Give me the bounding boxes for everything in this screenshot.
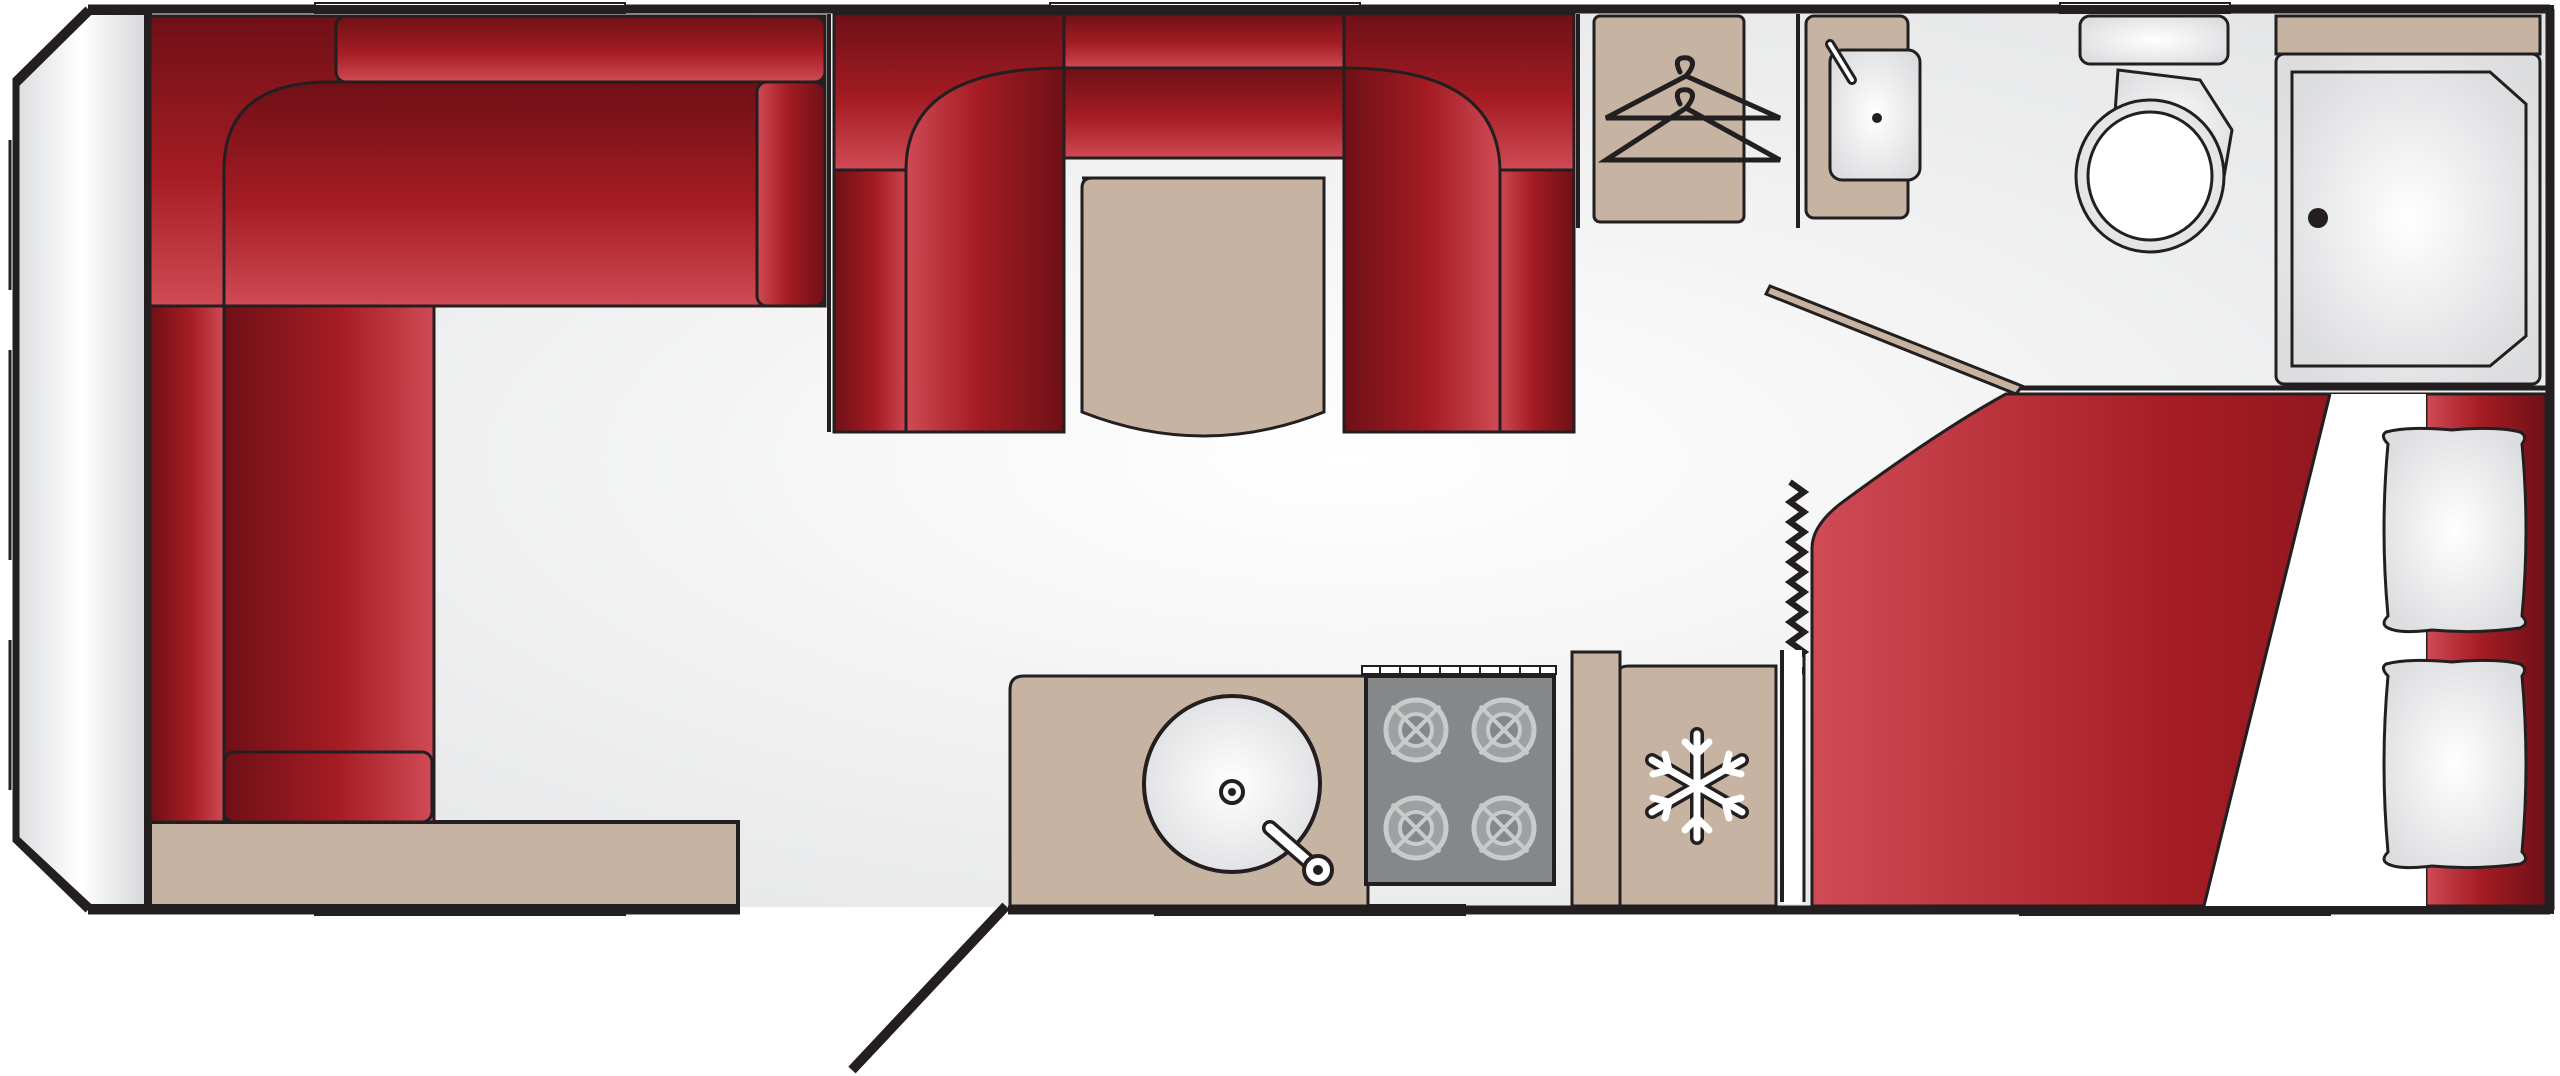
- dinette: [827, 12, 1576, 438]
- drain-icon: [2308, 208, 2328, 228]
- sofa-bolster: [334, 14, 827, 84]
- toilet-cistern: [2078, 14, 2230, 66]
- dinette-bench-right-side: [1496, 168, 1576, 434]
- wall-overlay: [12, 5, 2554, 914]
- rear-bedroom: [1780, 392, 2548, 908]
- dinette-bench-right-seat: [1342, 66, 1502, 434]
- gas-burner-icon: [1471, 697, 1537, 763]
- dinette-bench-left-side: [832, 168, 912, 434]
- drain-icon: [1219, 779, 1245, 805]
- entrance-door[interactable]: [848, 902, 1010, 1074]
- pillow[interactable]: [2381, 426, 2528, 634]
- front-window-panel: [13, 9, 151, 910]
- dinette-bench-left-seat: [904, 66, 1066, 434]
- bedroom-floor-panel: [1784, 650, 1802, 904]
- gas-burner-icon: [1471, 795, 1537, 861]
- gas-burner-icon: [1383, 795, 1449, 861]
- shower-floor: [2290, 70, 2528, 368]
- sofa-arm-right: [755, 80, 827, 308]
- front-lounge: [148, 14, 827, 908]
- wardrobe: [1576, 14, 1782, 228]
- sofa-seat-top: [222, 80, 827, 308]
- sofa-arm-bottom: [222, 750, 434, 824]
- sofa-back-side: [148, 304, 226, 824]
- front-chest[interactable]: [148, 820, 740, 908]
- coat-hanger-icon: [1597, 55, 1782, 163]
- dinette-backrest-centre: [1062, 12, 1346, 70]
- bed-throw-edge: [2204, 394, 2426, 906]
- gas-burner-icon: [1383, 697, 1449, 763]
- dinette-table[interactable]: [1080, 176, 1326, 438]
- snowflake-icon: [1645, 727, 1749, 845]
- washroom: [1763, 14, 2546, 396]
- curtain-divider[interactable]: [1784, 479, 1810, 675]
- kitchen-divider: [1570, 650, 1622, 908]
- sofa-seat-side: [222, 304, 436, 824]
- shower-cabinet: [2274, 14, 2542, 56]
- kitchen: [1008, 650, 1778, 908]
- toilet[interactable]: [2074, 14, 2234, 254]
- four-burner-hob[interactable]: [1361, 665, 1557, 886]
- pillow[interactable]: [2381, 658, 2528, 870]
- dinette-seat-centre: [1062, 66, 1346, 160]
- drain-icon: [1872, 113, 1882, 123]
